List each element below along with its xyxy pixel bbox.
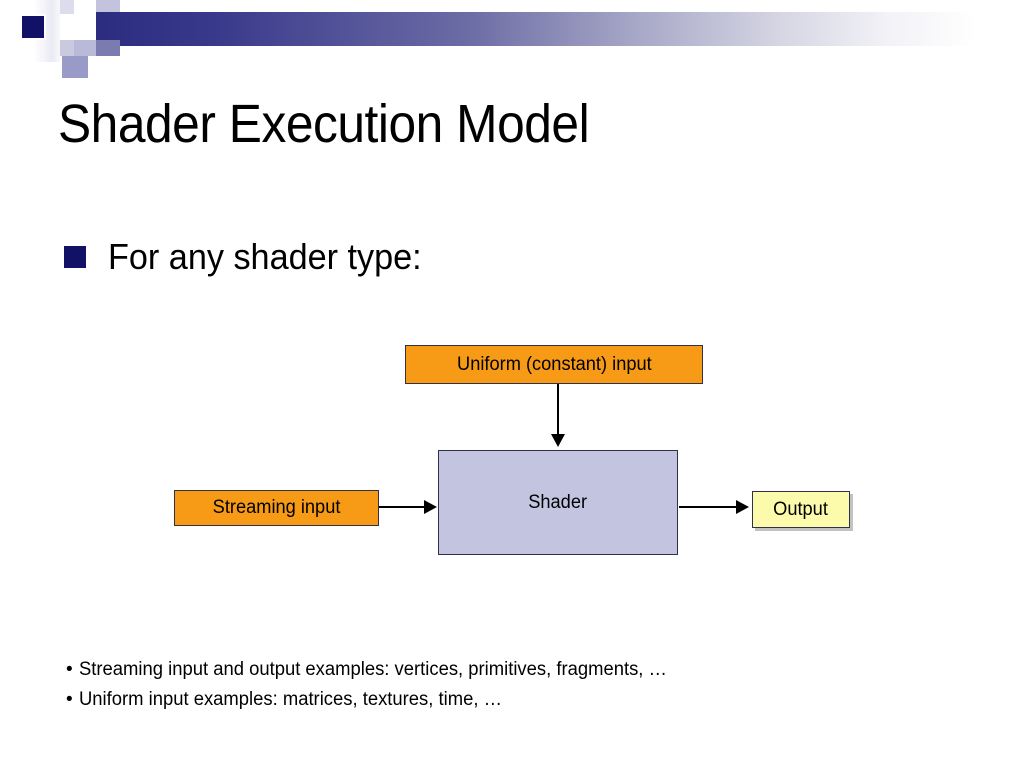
- footnote-item: • Streaming input and output examples: v…: [66, 655, 966, 685]
- footnote-item: • Uniform input examples: matrices, text…: [66, 685, 966, 715]
- arrow-uniform-to-shader-line: [557, 384, 559, 436]
- footnote-label: Uniform input examples: matrices, textur…: [79, 689, 503, 710]
- lead-bullet-label: For any shader type:: [108, 236, 422, 277]
- arrow-uniform-to-shader-head-icon: [551, 434, 565, 447]
- banner-decor-square-2: [60, 14, 74, 40]
- arrow-shader-to-output-head-icon: [736, 500, 749, 514]
- footnote-label: Streaming input and output examples: ver…: [79, 659, 667, 680]
- arrow-streaming-to-shader-line: [379, 506, 425, 508]
- diagram-node-output-label: Output: [773, 498, 829, 520]
- banner-decor-square-1: [60, 0, 74, 14]
- diagram-node-streaming-input: Streaming input: [174, 490, 379, 526]
- banner-decor-square-4: [74, 10, 96, 40]
- diagram-node-shader-label: Shader: [528, 491, 588, 513]
- banner-decor-square-3: [60, 40, 74, 56]
- footnote-list: • Streaming input and output examples: v…: [66, 655, 966, 715]
- diagram-node-shader: Shader: [438, 450, 678, 555]
- arrow-streaming-to-shader-head-icon: [424, 500, 437, 514]
- arrow-shader-to-output-line: [679, 506, 737, 508]
- banner-decor-square-7: [96, 40, 120, 56]
- banner-decor-square-5: [96, 0, 120, 12]
- diagram-node-uniform-input-label: Uniform (constant) input: [456, 353, 652, 375]
- lead-bullet-item: For any shader type:: [64, 236, 438, 278]
- slide-banner: [0, 0, 1024, 78]
- footnote-bullet-icon: •: [66, 659, 73, 680]
- banner-accent-square: [20, 14, 46, 40]
- banner-decor-square-9: [62, 56, 88, 78]
- square-bullet-icon: [64, 246, 86, 268]
- banner-gradient-bar: [96, 12, 976, 46]
- diagram-node-output: Output: [752, 491, 850, 528]
- diagram-node-streaming-input-label: Streaming input: [212, 497, 341, 518]
- banner-decor-square-6: [74, 40, 96, 56]
- page-title: Shader Execution Model: [58, 94, 590, 154]
- diagram-node-uniform-input: Uniform (constant) input: [405, 345, 703, 384]
- footnote-bullet-icon: •: [66, 689, 73, 710]
